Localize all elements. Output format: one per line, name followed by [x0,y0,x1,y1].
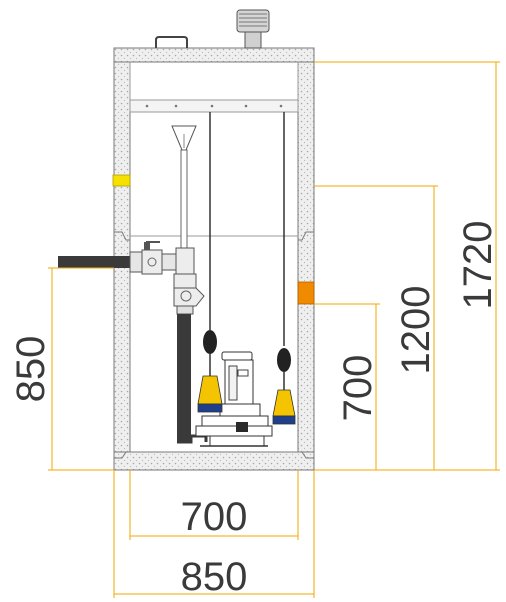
orange-level-marker [297,281,315,305]
dimension-850-left: 850 [9,336,53,403]
dimension-1200-right: 1200 [394,286,438,375]
dimension-lines [48,61,500,598]
pit-walls [113,47,315,471]
dimension-850-bottom: 850 [181,555,248,599]
vent-cap-icon [236,9,270,49]
float-switch-icon [197,112,223,413]
dimension-700-right: 700 [336,355,380,422]
inlet-pipe [58,241,177,275]
dimension-700-bottom: 700 [181,495,248,539]
dimension-1720-right: 1720 [456,221,500,310]
float-switch-icon [272,112,296,425]
yellow-level-marker [112,174,131,187]
submersible-pump-icon [195,351,273,447]
discharge-pipe [171,125,208,444]
lid-handle-icon [155,36,188,48]
